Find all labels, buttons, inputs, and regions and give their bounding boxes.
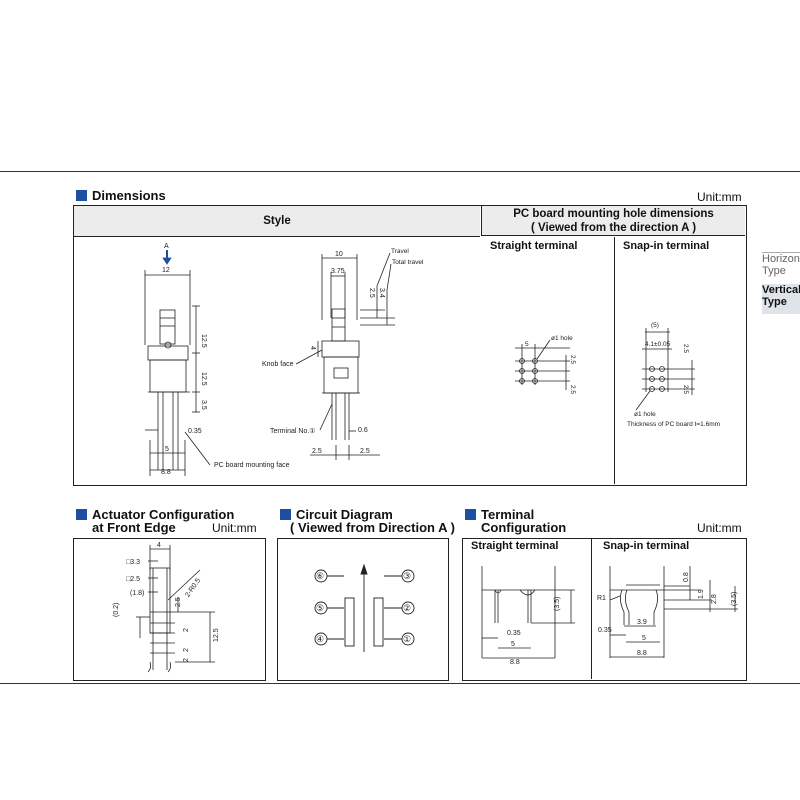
section-marker-icon: [76, 509, 87, 520]
style-header: Style: [74, 206, 480, 237]
circuit-title: Circuit Diagram ( Viewed from Direction …: [280, 508, 455, 534]
side-tab-horizontal-line2: Type: [762, 265, 786, 277]
pcb-column-divider: [614, 237, 615, 484]
section-marker-icon: [465, 509, 476, 520]
terminal-title-line2: Configuration: [481, 520, 567, 535]
terminal-straight-label: Straight terminal: [471, 540, 559, 552]
pcb-header: PC board mounting hole dimensions ( View…: [481, 206, 745, 236]
pcb-header-line2: ( Viewed from the direction A ): [530, 222, 697, 234]
terminal-snapin-label: Snap-in terminal: [603, 540, 690, 552]
terminal-unit: Unit:mm: [697, 521, 742, 535]
circuit-title-line1: Circuit Diagram: [296, 507, 393, 522]
circuit-title-line2: ( Viewed from Direction A ): [290, 520, 455, 535]
dimensions-title-text: Dimensions: [92, 188, 166, 203]
actuator-title-line2: at Front Edge: [92, 520, 176, 535]
side-tab-horizontal[interactable]: Horizontal Type: [762, 252, 800, 283]
dimensions-title: Dimensions: [76, 189, 166, 202]
side-tab-vertical-line2: Type: [762, 296, 787, 308]
terminal-column-divider: [591, 539, 592, 679]
terminal-box: [462, 538, 747, 681]
bottom-divider: [0, 683, 800, 684]
circuit-box: [277, 538, 449, 681]
section-marker-icon: [76, 190, 87, 201]
side-tab-vertical[interactable]: Vertical Type: [762, 284, 800, 314]
actuator-title: Actuator Configuration at Front Edge: [76, 508, 234, 534]
actuator-box: [73, 538, 266, 681]
side-tab-horizontal-line1: Horizontal: [762, 253, 800, 265]
actuator-title-line1: Actuator Configuration: [92, 507, 235, 522]
dimensions-table: [73, 205, 747, 486]
pcb-header-line1: PC board mounting hole dimensions: [513, 208, 714, 220]
side-tab-vertical-line1: Vertical: [762, 284, 800, 296]
dimensions-unit: Unit:mm: [697, 190, 742, 204]
top-divider: [0, 171, 800, 172]
snapin-terminal-label: Snap-in terminal: [623, 240, 710, 252]
straight-terminal-label: Straight terminal: [490, 240, 578, 252]
section-marker-icon: [280, 509, 291, 520]
terminal-title-line1: Terminal: [481, 507, 535, 522]
terminal-title: Terminal Configuration: [465, 508, 566, 534]
actuator-unit: Unit:mm: [212, 521, 257, 535]
